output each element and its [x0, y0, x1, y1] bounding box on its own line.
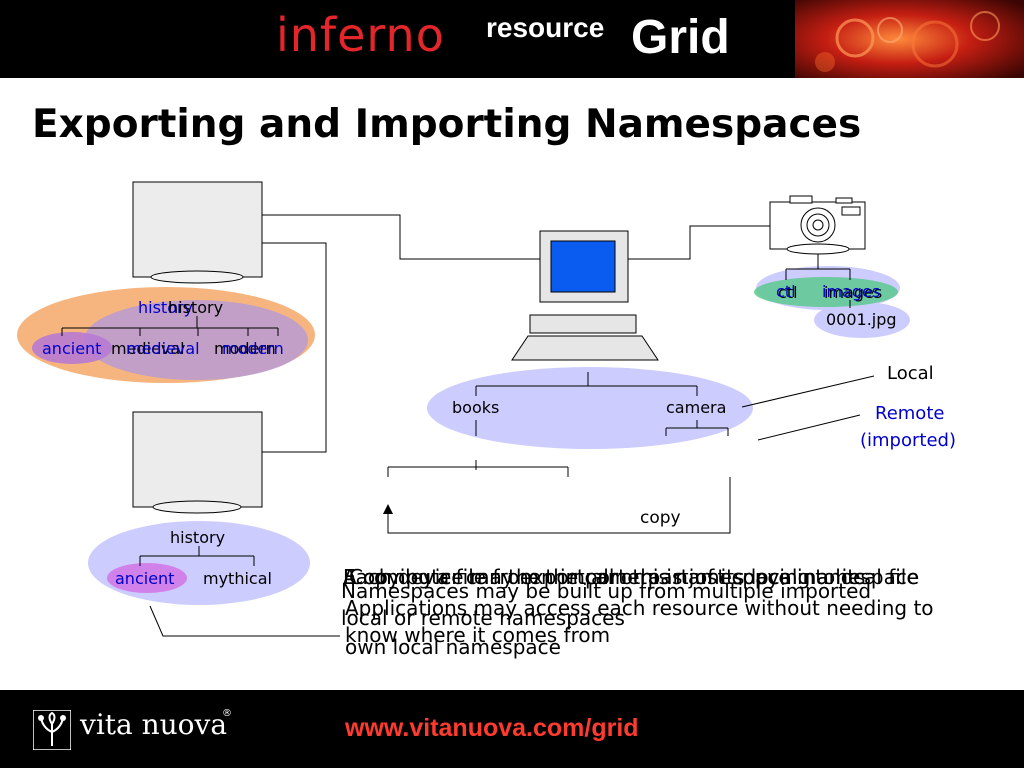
camera-ctl-back: ctl	[778, 283, 798, 302]
vita-nuova-logo-icon	[33, 710, 71, 750]
company-name: vita nuova	[80, 708, 228, 741]
legend-imported: (imported)	[860, 430, 956, 451]
footer-url-link[interactable]: www.vitanuova.com/grid	[345, 714, 639, 742]
network-links	[262, 214, 770, 453]
caption-1-line-1: Each device may export all or part of it…	[343, 565, 919, 589]
top-server	[132, 181, 263, 284]
caption-2-line-1: A computer can then import this namespac…	[343, 565, 865, 589]
camera-file: 0001.jpg	[826, 310, 897, 329]
registered-mark: ®	[222, 708, 232, 719]
top-child-modern-back: modern	[214, 339, 276, 358]
top-tree-root-front: history	[168, 298, 223, 317]
camera-images-back: images	[824, 283, 882, 302]
camera-images-front: images	[822, 282, 880, 301]
copy-arrow-head	[383, 504, 393, 514]
bottom-child-mythical: mythical	[203, 569, 272, 588]
camera-icon	[769, 195, 866, 255]
top-tree-lines	[61, 316, 279, 336]
resource-logo-text: resource	[486, 12, 605, 43]
caption-3-line-2: local or remote namespaces	[341, 606, 625, 630]
caption-5-line-1: Copying a file from the camera is just c…	[349, 565, 919, 589]
header-bar: inferno resource Grid	[0, 0, 1024, 78]
top-child-medieval-front: medieval	[126, 339, 200, 358]
computer-child-books: books	[452, 398, 499, 417]
bottom-tree-root: history	[170, 528, 225, 547]
caption-3-line-1: Namespaces may be built up from multiple…	[341, 579, 871, 603]
local-namespace-blob	[84, 300, 308, 380]
legend-local: Local	[887, 363, 934, 384]
camera-file-blob	[814, 302, 910, 338]
inferno-logo: inferno	[276, 8, 445, 62]
caption-4-line-1: Applications may access each resource wi…	[345, 596, 934, 620]
top-child-medieval-back: medieval	[111, 339, 185, 358]
grid-logo-text: Grid	[631, 11, 730, 64]
camera-tree-lines	[785, 254, 851, 308]
computer-icon	[511, 230, 659, 361]
page-title: Exporting and Importing Namespaces	[32, 102, 862, 147]
top-child-ancient: ancient	[42, 339, 101, 358]
copy-arrow	[387, 477, 731, 534]
bottom-server	[132, 411, 263, 514]
overlapping-captions: Each device may export all or part of it…	[341, 565, 934, 659]
flames-image	[795, 0, 1024, 78]
caption-4-line-2: know where it comes from	[345, 623, 610, 647]
camera-imported-highlight	[754, 277, 898, 307]
legend-remote: Remote	[875, 403, 944, 424]
top-child-modern-front: modern	[222, 339, 284, 358]
copy-label: copy	[640, 508, 681, 528]
top-tree-root-back: history	[138, 298, 193, 317]
computer-child-camera: camera	[666, 398, 726, 417]
camera-ctl-front: ctl	[776, 282, 796, 301]
caption-2-line-2: own local namespace	[345, 635, 561, 659]
footer-bar: vita nuova ® www.vitanuova.com/grid	[0, 690, 1024, 768]
bottom-tree-lines	[139, 546, 255, 566]
namespace-diagram: history history ancient medieval medieva…	[17, 181, 956, 659]
bottom-link-line	[149, 605, 340, 637]
computer-tree-lines	[387, 372, 729, 477]
bottom-child-ancient: ancient	[115, 569, 174, 588]
ancient-highlight	[32, 332, 112, 364]
bottom-ancient-highlight	[107, 563, 187, 593]
local-pointer-line	[741, 375, 875, 408]
remote-pointer-line	[757, 414, 861, 441]
